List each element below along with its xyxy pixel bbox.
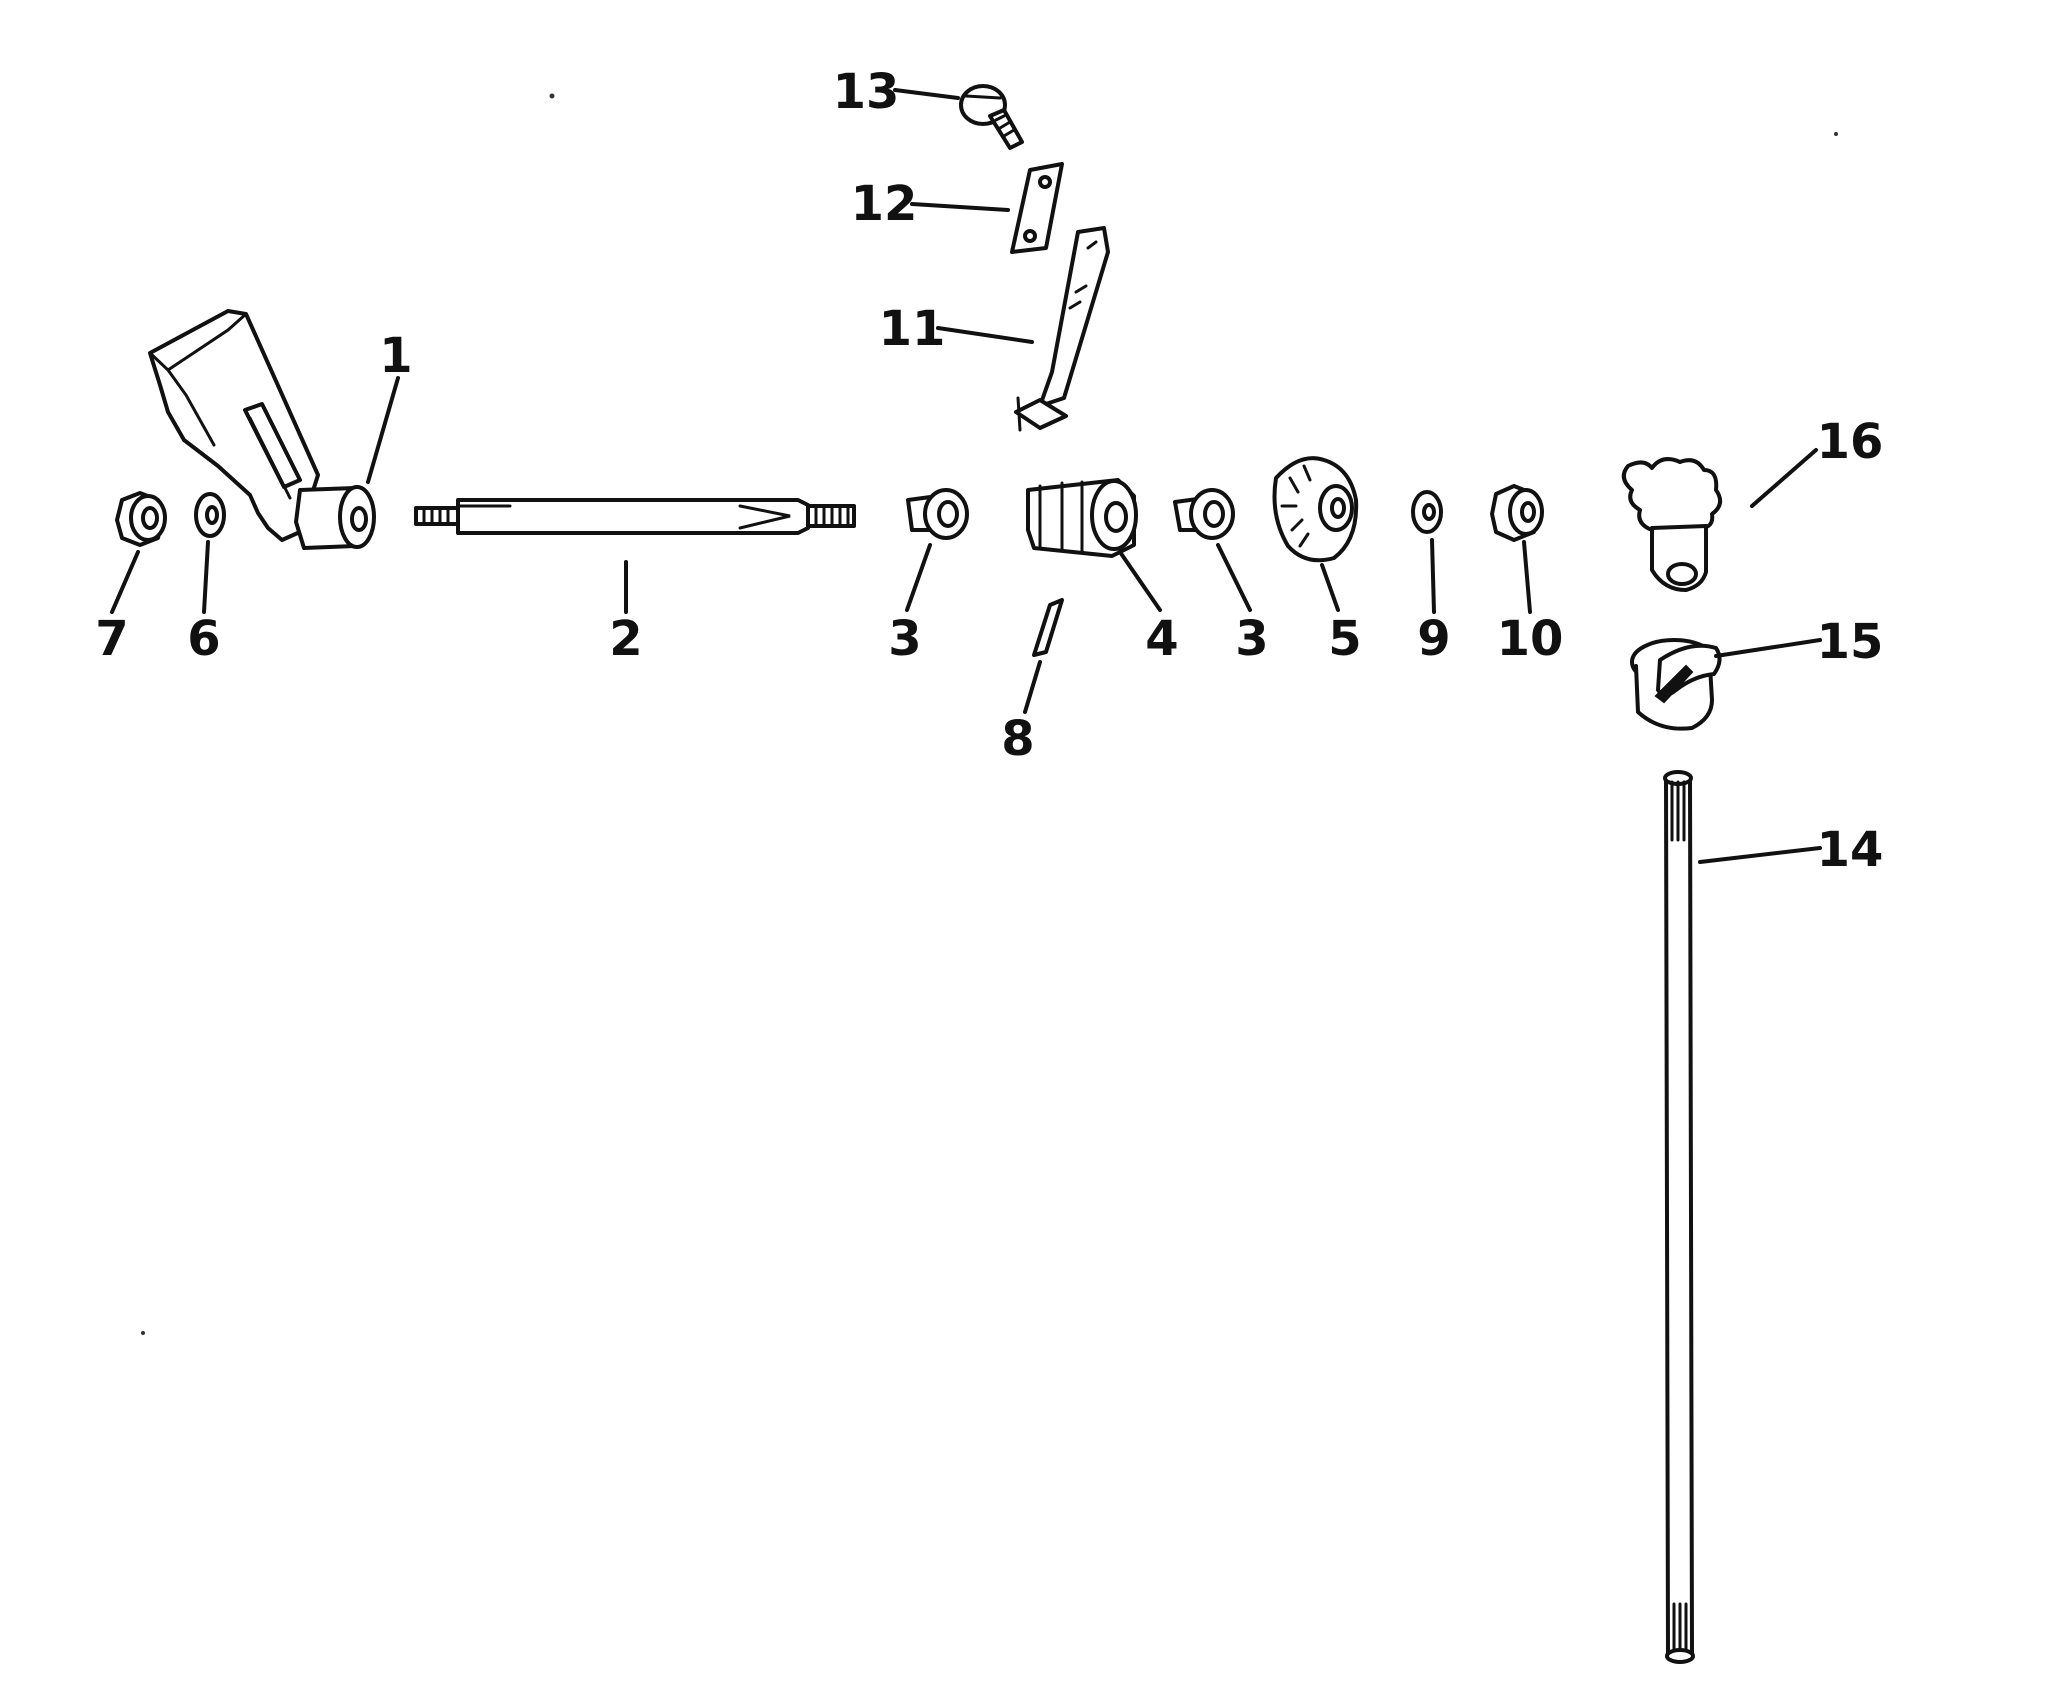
- part-7-nut: [115, 491, 167, 547]
- part-13-bolt: [959, 84, 1024, 150]
- leader-14: [1698, 846, 1822, 864]
- speck: [549, 93, 555, 99]
- callout-5: 5: [1328, 611, 1361, 667]
- callouts: 1 2 3 4 3 5 6 7 8 9 10 11 12 13 14 15 16: [95, 64, 1883, 878]
- part-15-clip: [1630, 638, 1722, 731]
- callout-11: 11: [879, 301, 946, 357]
- leader-12: [910, 202, 1010, 212]
- leader-5: [1320, 563, 1340, 612]
- leader-16: [1750, 448, 1818, 508]
- callout-3-left: 3: [888, 611, 921, 667]
- leader-6: [202, 540, 210, 614]
- callout-14: 14: [1817, 822, 1884, 878]
- part-14-rod: [1663, 770, 1695, 1664]
- leader-10: [1522, 540, 1532, 614]
- part-5-bevel-gear: [1272, 456, 1359, 563]
- callout-3-right: 3: [1235, 611, 1268, 667]
- callout-1: 1: [379, 328, 412, 384]
- leader-9: [1430, 538, 1436, 614]
- leader-13: [893, 88, 960, 100]
- part-6-washer: [194, 492, 226, 538]
- leader-3b: [1216, 543, 1252, 612]
- leader-lines: [110, 88, 1822, 864]
- callout-8: 8: [1001, 711, 1034, 767]
- part-8-pin: [1032, 598, 1064, 657]
- speck: [141, 1331, 145, 1335]
- callout-16: 16: [1817, 414, 1884, 470]
- callout-9: 9: [1417, 611, 1450, 667]
- leader-3a: [905, 543, 932, 612]
- callout-13: 13: [833, 64, 900, 120]
- part-3-bushing-right: [1173, 488, 1235, 540]
- leader-11: [936, 326, 1034, 344]
- callout-4: 4: [1145, 611, 1178, 667]
- callout-6: 6: [187, 611, 220, 667]
- part-2-shaft: [414, 498, 856, 535]
- leader-1: [366, 376, 400, 484]
- part-4-gear-coupler: [1026, 478, 1138, 558]
- part-10-nut: [1490, 484, 1544, 542]
- part-3-bushing-left: [906, 488, 969, 540]
- part-16-star-knob: [1621, 457, 1723, 592]
- part-11-bracket: [1014, 226, 1110, 432]
- callout-7: 7: [95, 611, 128, 667]
- leader-15: [1714, 638, 1822, 658]
- callout-12: 12: [851, 176, 918, 232]
- leader-7: [110, 550, 140, 614]
- part-1-handle: [148, 309, 376, 550]
- callout-2: 2: [609, 611, 642, 667]
- callout-10: 10: [1497, 611, 1564, 667]
- leader-8: [1023, 660, 1042, 714]
- speck: [1834, 132, 1838, 136]
- leader-4: [1118, 550, 1162, 612]
- callout-15: 15: [1817, 614, 1884, 670]
- part-12-plate: [1010, 162, 1064, 254]
- part-9-washer: [1411, 490, 1443, 534]
